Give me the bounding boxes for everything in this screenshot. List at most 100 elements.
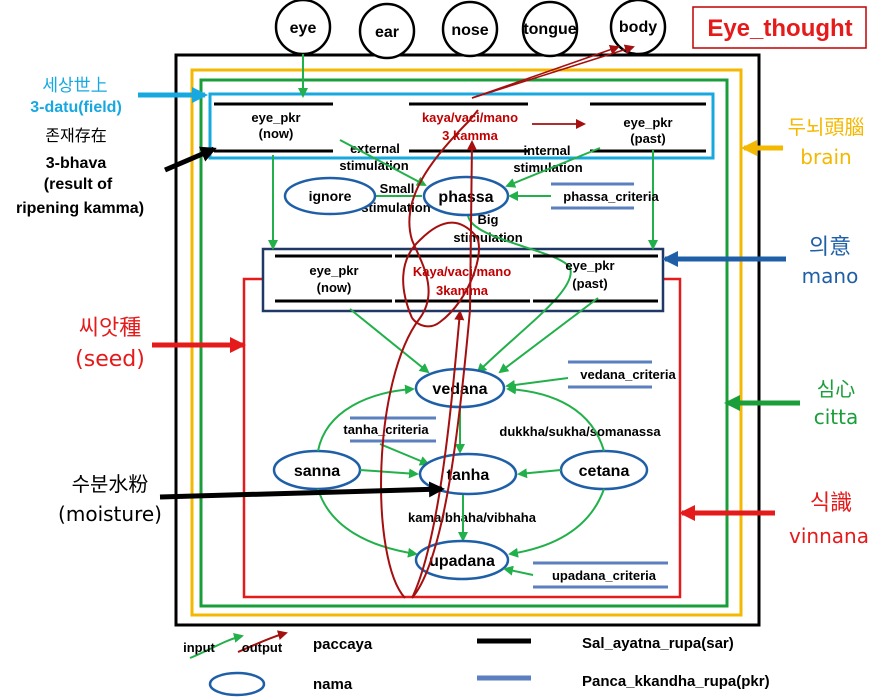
title-box	[692, 6, 867, 49]
sanna-to-upadana-arc	[317, 488, 418, 558]
field-kr: 세상世上	[42, 76, 107, 96]
internal-stim-2: stimulation	[513, 160, 582, 175]
sense-eye: eye	[274, 0, 332, 56]
big-stim-arrow	[467, 214, 572, 374]
cetana-to-upadana-arc	[508, 488, 605, 558]
citta-kr: 심心	[817, 377, 855, 401]
phassa-criteria-label: phassa_criteria	[563, 189, 659, 204]
sense-tongue: tongue	[521, 0, 579, 58]
vedana-criteria-lines	[568, 360, 652, 389]
moisture-arrow	[159, 481, 445, 500]
top-kamma-1: kaya/vaci/mano	[422, 110, 518, 125]
vedana-criteria-arrow	[505, 377, 569, 390]
kama-label: kama/bhaha/vibhaha	[408, 510, 537, 525]
small-stim-2: stimulation	[361, 200, 430, 215]
kamma-to-body-arrow-2	[471, 44, 635, 99]
top-eye-now-2: (now)	[259, 126, 294, 141]
top-sar-lines	[214, 102, 706, 153]
karma-loop-line	[380, 109, 479, 599]
bhava-kr: 존재存在	[45, 126, 106, 145]
upadana-criteria-arrow	[503, 565, 534, 576]
phassa-label: phassa	[438, 189, 493, 206]
sense-tongue-label: tongue	[523, 21, 576, 38]
ignore-node	[283, 176, 377, 216]
brain-en: brain	[800, 145, 851, 169]
internal-stim-arrow	[505, 147, 601, 188]
mano-kr: 의意	[809, 235, 851, 260]
external-stim-arrow	[339, 139, 427, 186]
mano-eye-now-2: (now)	[317, 280, 352, 295]
karma-loop-up-arrow	[411, 140, 477, 599]
karma-loop-mano	[402, 221, 480, 328]
mano-kamma-2: 3kamma	[436, 283, 489, 298]
legend-sar-label: Sal_ayatna_rupa(sar)	[582, 635, 734, 652]
cetana-to-vedana-arc	[506, 384, 605, 452]
moisture-en: (moisture)	[58, 502, 162, 526]
mano-kamma-1: Kaya/vaci/mano	[413, 264, 511, 279]
big-stim-1: Big	[478, 212, 499, 227]
phassa-criteria-lines	[551, 182, 634, 210]
cetana-label: cetana	[579, 463, 630, 480]
brain-kr: 두뇌頭腦	[788, 115, 865, 139]
legend-nama-label: nama	[313, 676, 353, 693]
past-to-vedana-arrow	[498, 297, 599, 374]
sense-nose-label: nose	[451, 22, 488, 39]
now-to-vedana-arrow	[349, 308, 430, 374]
top-eye-now-1: eye_pkr	[251, 110, 300, 125]
bhava-3: ripening kamma)	[16, 200, 144, 217]
citta-en: citta	[814, 405, 859, 429]
sense-nose: nose	[441, 0, 499, 58]
internal-stim-1: internal	[524, 143, 571, 158]
tanha-criteria-lines	[350, 416, 436, 443]
upadana-label: upadana	[429, 553, 495, 570]
sense-ear: ear	[358, 2, 416, 60]
cetana-to-tanha-arrow	[517, 468, 562, 479]
karma-to-mano-arrow	[411, 310, 465, 599]
mano-eye-now-1: eye_pkr	[309, 263, 358, 278]
mano-eye-past-2: (past)	[572, 276, 607, 291]
field-en: 3-datu(field)	[30, 99, 122, 116]
sense-ear-label: ear	[375, 24, 399, 41]
vedana-label: vedana	[432, 381, 487, 398]
dukkha-label: dukkha/sukha/somanassa	[499, 424, 661, 439]
diagram-title: Eye_thought	[707, 15, 852, 42]
sanna-to-tanha-arrow	[359, 468, 419, 479]
vinnana-kr: 식識	[810, 491, 852, 516]
seed-en: (seed)	[75, 347, 145, 372]
legend-input-label: input	[183, 640, 215, 655]
legend: input output paccaya nama Sal_ayatna_rup…	[183, 630, 770, 697]
mano-en: mano	[802, 264, 859, 288]
sense-eye-label: eye	[290, 20, 317, 37]
legend-pkr-label: Panca_kkandha_rupa(pkr)	[582, 673, 770, 690]
sanna-to-vedana-arc	[317, 384, 415, 452]
upadana-node	[414, 539, 510, 581]
mano-eye-past-1: eye_pkr	[565, 258, 614, 273]
legend-output-arrow	[237, 630, 288, 653]
sanna-label: sanna	[294, 463, 340, 480]
bhava-arrow	[164, 146, 217, 173]
legend-paccaya-label: paccaya	[313, 636, 373, 653]
upadana-criteria-lines	[533, 561, 668, 589]
seed-kr: 씨앗種	[79, 316, 141, 341]
legend-input-arrow	[189, 632, 244, 659]
sense-body-label: body	[619, 19, 657, 36]
vedana-criteria-label: vedana_criteria	[580, 367, 676, 382]
field-frame	[208, 92, 715, 160]
top-kamma-2: 3 kamma	[442, 128, 498, 143]
bhava-1: 3-bhava	[46, 155, 107, 172]
moisture-kr: 수분水粉	[72, 472, 149, 496]
small-stim-1: Small	[380, 181, 415, 196]
external-stim-2: stimulation	[339, 158, 408, 173]
bhava-2: (result of	[44, 176, 113, 193]
tanha-criteria-label: tanha_criteria	[343, 422, 429, 437]
upadana-criteria-label: upadana_criteria	[552, 568, 657, 583]
vinnana-en: vinnana	[789, 524, 869, 548]
sense-body: body	[609, 0, 667, 56]
top-eye-past-2: (past)	[630, 131, 665, 146]
legend-output-label: output	[242, 640, 283, 655]
tanha-label: tanha	[447, 467, 490, 484]
top-eye-past-1: eye_pkr	[623, 115, 672, 130]
ignore-label: ignore	[309, 188, 352, 204]
tanha-criteria-arrow	[379, 443, 430, 466]
